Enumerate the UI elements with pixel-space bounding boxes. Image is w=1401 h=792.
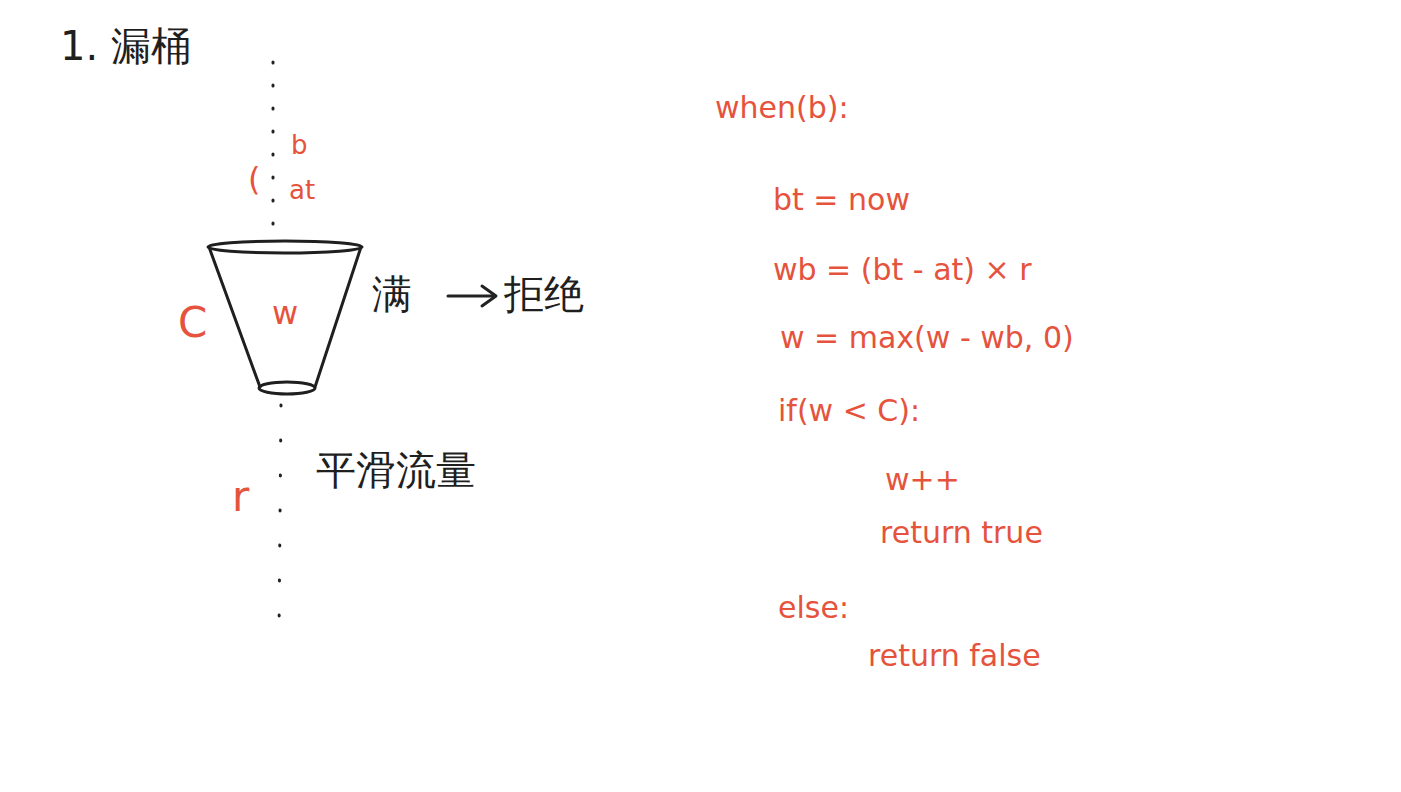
code-line: w++ (885, 462, 960, 498)
capacity-symbol: C (178, 298, 207, 348)
bucket-content: w (272, 294, 298, 332)
smooth-flow-note: 平滑流量 (316, 446, 476, 494)
inflow-dotted-line (272, 62, 275, 232)
rate-symbol: r (232, 472, 249, 522)
outflow-dotted-line (279, 405, 281, 632)
reject-note: 拒绝 (504, 270, 584, 318)
code-line: if(w < C): (778, 393, 920, 429)
bracket-mark: ( (248, 160, 260, 198)
time-symbol: at (289, 175, 315, 206)
arrow-head (482, 286, 496, 306)
bucket-shape: w (205, 235, 365, 400)
title: 1. 漏桶 (60, 22, 191, 70)
arrow-line (448, 295, 494, 298)
code-line: return false (868, 638, 1041, 674)
full-note: 满 (372, 270, 412, 318)
code-line: else: (778, 590, 849, 626)
code-line: when(b): (715, 90, 849, 126)
rate-symbol: b (291, 130, 308, 161)
code-line: return true (880, 515, 1043, 551)
code-line: bt = now (773, 182, 910, 218)
code-line: w = max(w - wb, 0) (780, 320, 1074, 356)
code-line: wb = (bt - at) × r (773, 252, 1032, 288)
